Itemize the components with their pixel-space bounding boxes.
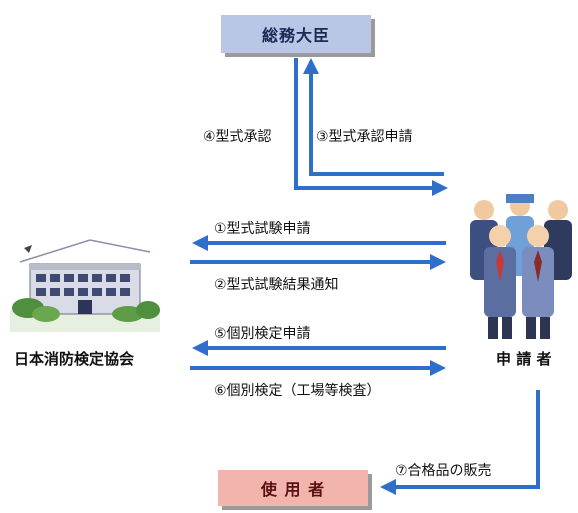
arrow-7-sales xyxy=(380,390,540,495)
step-2-label: ②型式試験結果通知 xyxy=(214,277,339,293)
user-label: 使 用 者 xyxy=(260,480,326,499)
step-3-label: ③型式承認申請 xyxy=(316,129,413,145)
applicant-name: 申 請 者 xyxy=(496,350,552,368)
arrow-4-approval xyxy=(294,58,448,196)
association-name: 日本消防検定協会 xyxy=(14,350,135,368)
minister-label: 総務大臣 xyxy=(261,26,330,45)
people-illustration xyxy=(470,194,572,339)
step-5-label: ⑤個別検定申請 xyxy=(214,326,311,342)
building-illustration xyxy=(10,239,160,332)
user-box: 使 用 者 xyxy=(218,470,368,506)
step-4-label: ④型式承認 xyxy=(203,129,272,145)
step-1-label: ①型式試験申請 xyxy=(214,221,311,237)
minister-box: 総務大臣 xyxy=(221,15,371,53)
arrow-3-approval-application xyxy=(303,58,444,176)
step-7-label: ⑦合格品の販売 xyxy=(395,463,492,479)
step-6-label: ⑥個別検定（工場等検査） xyxy=(214,383,381,399)
